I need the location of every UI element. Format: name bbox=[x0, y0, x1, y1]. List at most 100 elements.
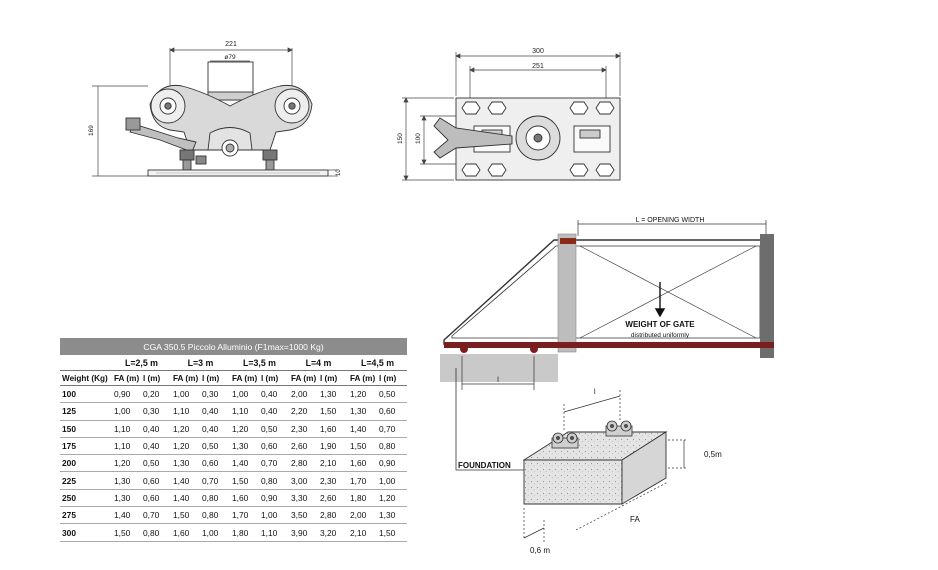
value-cell: 0,30 bbox=[200, 385, 230, 404]
value-cell: 0,70 bbox=[141, 506, 171, 525]
value-cell: 1,00 bbox=[171, 385, 200, 404]
fa-header: FA (m) bbox=[348, 370, 377, 386]
value-cell: 0,60 bbox=[141, 489, 171, 508]
opening-width-dimension bbox=[577, 220, 767, 236]
carriage-top-view: 300 251 150 100 bbox=[397, 48, 621, 181]
value-cell: 1,40 bbox=[112, 506, 141, 525]
table-title-row: CGA 350.5 Piccolo Alluminio (F1max=1000 … bbox=[60, 338, 408, 355]
sub-header-row: Weight (Kg) FA (m) l (m) FA (m) l (m) FA… bbox=[60, 370, 408, 386]
value-cell: 3,30 bbox=[289, 489, 318, 508]
value-cell: 0,60 bbox=[141, 471, 171, 490]
value-cell: 1,40 bbox=[230, 454, 259, 473]
dim-inner-text: 251 bbox=[532, 63, 544, 70]
value-cell: 1,20 bbox=[171, 437, 200, 456]
dim-height-inner-text: 100 bbox=[415, 133, 422, 144]
value-cell: 1,30 bbox=[112, 471, 141, 490]
value-cell: 1,20 bbox=[171, 420, 200, 438]
value-cell: 2,60 bbox=[318, 489, 348, 508]
value-cell: 1,70 bbox=[348, 471, 377, 490]
weight-cell: 200 bbox=[60, 454, 112, 473]
value-cell: 1,20 bbox=[377, 489, 408, 508]
value-cell: 1,90 bbox=[318, 437, 348, 456]
value-cell: 2,80 bbox=[318, 506, 348, 525]
value-cell: 1,00 bbox=[230, 385, 259, 404]
length-header: L=4,5 m bbox=[348, 355, 408, 371]
value-cell: 1,80 bbox=[230, 523, 259, 542]
value-cell: 1,30 bbox=[171, 454, 200, 473]
weight-header: Weight (Kg) bbox=[60, 370, 112, 386]
foundation-leader bbox=[455, 368, 524, 471]
value-cell: 1,40 bbox=[171, 489, 200, 508]
value-cell: 0,40 bbox=[200, 402, 230, 421]
dimension-10 bbox=[328, 169, 338, 177]
value-cell: 1,50 bbox=[112, 523, 141, 542]
weight-arrow bbox=[654, 282, 666, 318]
dim-outer-text: 300 bbox=[532, 48, 544, 55]
value-cell: 1,60 bbox=[171, 523, 200, 542]
value-cell: 2,10 bbox=[318, 454, 348, 473]
fa-header: FA (m) bbox=[171, 370, 200, 386]
value-cell: 3,20 bbox=[318, 523, 348, 542]
value-cell: 1,00 bbox=[377, 471, 408, 490]
weight-sublabel: distributed uniformly bbox=[631, 332, 690, 339]
value-cell: 0,80 bbox=[259, 471, 289, 490]
dim-height-text: 169 bbox=[88, 125, 95, 136]
plate-body bbox=[433, 97, 621, 181]
value-cell: 1,60 bbox=[318, 420, 348, 438]
width-dimension bbox=[523, 508, 545, 544]
value-cell: 0,60 bbox=[259, 437, 289, 456]
value-cell: 1,30 bbox=[348, 402, 377, 421]
dimension-150 bbox=[402, 97, 454, 181]
weight-cell: 275 bbox=[60, 506, 112, 525]
weight-cell: 225 bbox=[60, 471, 112, 490]
value-cell: 2,00 bbox=[348, 506, 377, 525]
length-header: L=3,5 m bbox=[230, 355, 289, 371]
dimension-169 bbox=[92, 85, 148, 177]
l-header: l (m) bbox=[141, 370, 171, 386]
value-cell: 0,50 bbox=[141, 454, 171, 473]
length-dimension bbox=[575, 481, 669, 531]
weight-label: WEIGHT OF GATE bbox=[625, 320, 695, 329]
value-cell: 0,40 bbox=[259, 385, 289, 404]
depth-label: 0,5m bbox=[704, 450, 722, 459]
weight-cell: 125 bbox=[60, 402, 112, 421]
depth-dimension bbox=[668, 439, 688, 469]
dim-height-outer-text: 150 bbox=[397, 133, 404, 144]
value-cell: 1,30 bbox=[318, 385, 348, 404]
value-cell: 1,00 bbox=[112, 402, 141, 421]
carriage-side-view: 221 ø79 169 bbox=[88, 41, 342, 177]
value-cell: 0,70 bbox=[377, 420, 408, 438]
block-carriage-right bbox=[605, 420, 633, 437]
value-cell: 0,60 bbox=[377, 402, 408, 421]
left-post bbox=[557, 233, 577, 353]
value-cell: 0,40 bbox=[200, 420, 230, 438]
value-cell: 1,40 bbox=[171, 471, 200, 490]
value-cell: 1,00 bbox=[200, 523, 230, 542]
weight-cell: 100 bbox=[60, 385, 112, 404]
value-cell: 1,50 bbox=[171, 506, 200, 525]
value-cell: 1,00 bbox=[259, 506, 289, 525]
weight-cell: 300 bbox=[60, 523, 112, 542]
value-cell: 1,60 bbox=[230, 489, 259, 508]
value-cell: 2,30 bbox=[289, 420, 318, 438]
width-label: 0,6 m bbox=[530, 546, 550, 555]
value-cell: 0,50 bbox=[259, 420, 289, 438]
value-cell: 0,70 bbox=[200, 471, 230, 490]
spacing-label: l bbox=[497, 377, 499, 384]
value-cell: 1,30 bbox=[230, 437, 259, 456]
value-cell: 1,20 bbox=[348, 385, 377, 404]
length-header: L=3 m bbox=[171, 355, 230, 371]
foundation-label: FOUNDATION bbox=[458, 461, 511, 470]
fa-header: FA (m) bbox=[112, 370, 141, 386]
value-cell: 1,30 bbox=[112, 489, 141, 508]
value-cell: 0,30 bbox=[141, 402, 171, 421]
fa-header: FA (m) bbox=[230, 370, 259, 386]
value-cell: 0,50 bbox=[377, 385, 408, 404]
l-header: l (m) bbox=[377, 370, 408, 386]
concrete-block bbox=[522, 431, 668, 505]
